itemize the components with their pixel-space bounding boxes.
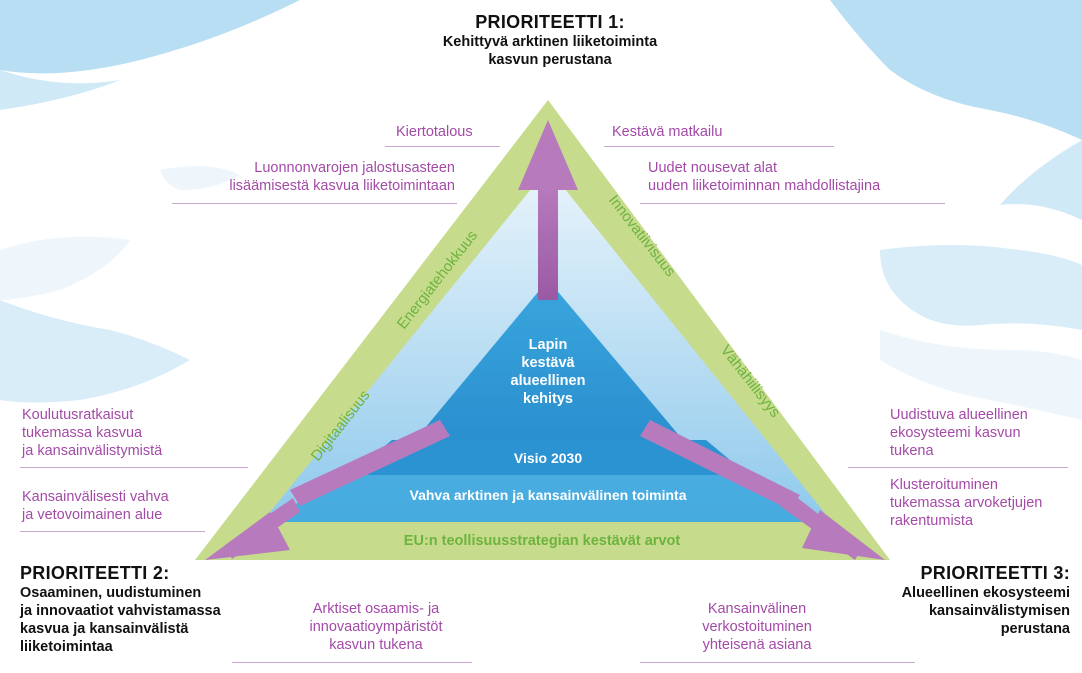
- label-uudistuva: Uudistuva alueellinen ekosysteemi kasvun…: [890, 406, 1028, 460]
- label-line: Kansainvälinen: [707, 601, 807, 617]
- visio-label: Visio 2030: [514, 450, 582, 466]
- inner-band: [262, 475, 832, 522]
- label-line: ja kansainvälistymistä: [22, 443, 163, 459]
- label-uudet-alat: Uudet nousevat alat uuden liiketoiminnan…: [648, 159, 880, 195]
- priority-2-subtitle: Osaaminen, uudistuminen ja innovaatiot v…: [20, 584, 280, 656]
- label-line: Kiertotalous: [396, 124, 473, 140]
- priority-3-line: perustana: [1000, 621, 1070, 637]
- label-kestava-matkailu: Kestävä matkailu: [612, 123, 722, 141]
- priority-1: PRIORITEETTI 1: Kehittyvä arktinen liike…: [400, 12, 700, 69]
- priority-2-line: ja innovaatiot vahvistamassa: [20, 603, 221, 619]
- visio-band: [350, 440, 748, 475]
- band-label: Vahva arktinen ja kansainvälinen toimint…: [410, 487, 687, 503]
- center-line: alueellinen: [510, 373, 586, 389]
- label-line: Kansainvälisesti vahva: [22, 489, 169, 505]
- label-line: Koulutusratkaisut: [22, 407, 134, 423]
- label-line: tukemassa arvoketjujen: [890, 495, 1043, 511]
- center-line: kehitys: [523, 391, 573, 407]
- priority-2-line: Osaaminen, uudistuminen: [20, 585, 202, 601]
- priority-2-title: PRIORITEETTI 2:: [20, 563, 170, 583]
- label-line: Arktiset osaamis- ja: [312, 601, 440, 617]
- label-kansainvalisesti: Kansainvälisesti vahva ja vetovoimainen …: [22, 488, 169, 524]
- priority-1-line: kasvun perustana: [488, 52, 612, 68]
- label-line: verkostoituminen: [702, 619, 812, 635]
- label-line: innovaatioympäristöt: [309, 619, 443, 635]
- label-line: tukemassa kasvua: [22, 425, 143, 441]
- priority-2: PRIORITEETTI 2: Osaaminen, uudistuminen …: [20, 563, 280, 656]
- label-line: Kestävä matkailu: [612, 124, 723, 140]
- label-rule: [20, 531, 205, 532]
- label-koulutus: Koulutusratkaisut tukemassa kasvua ja ka…: [22, 406, 162, 460]
- label-luonnonvarat: Luonnonvarojen jalostusasteen lisäämises…: [175, 159, 455, 195]
- priority-3-title: PRIORITEETTI 3:: [920, 563, 1070, 583]
- label-line: lisäämisestä kasvua liiketoimintaan: [229, 178, 455, 194]
- label-line: Klusteroituminen: [890, 477, 998, 493]
- label-line: ja vetovoimainen alue: [22, 507, 163, 523]
- label-rule: [385, 146, 500, 147]
- center-text: Lapin kestävä alueellinen kehitys: [490, 336, 606, 408]
- priority-3-line: kansainvälistymisen: [928, 603, 1070, 619]
- arrow-down-left-icon: [205, 420, 450, 560]
- center-line: Lapin: [528, 337, 568, 353]
- priority-1-title: PRIORITEETTI 1:: [475, 12, 625, 32]
- priority-1-line: Kehittyvä arktinen liiketoiminta: [442, 34, 658, 50]
- label-line: Uudistuva alueellinen: [890, 407, 1028, 423]
- priority-1-subtitle: Kehittyvä arktinen liiketoiminta kasvun …: [400, 33, 700, 69]
- label-line: Luonnonvarojen jalostusasteen: [254, 160, 455, 176]
- label-line: ekosysteemi kasvun: [890, 425, 1021, 441]
- label-verkostoituminen: Kansainvälinen verkostoituminen yhteisen…: [682, 600, 832, 654]
- label-rule: [232, 662, 472, 663]
- label-line: rakentumista: [890, 513, 974, 529]
- label-line: tukena: [890, 443, 934, 459]
- priority-3: PRIORITEETTI 3: Alueellinen ekosysteemi …: [830, 563, 1070, 638]
- label-line: Uudet nousevat alat: [648, 160, 777, 176]
- priority-2-line: liiketoimintaa: [20, 639, 113, 655]
- label-rule: [604, 146, 834, 147]
- label-rule: [20, 467, 248, 468]
- priority-2-line: kasvua ja kansainvälistä: [20, 621, 189, 637]
- label-line: kasvun tukena: [329, 637, 423, 653]
- label-line: uuden liiketoiminnan mahdollistajina: [648, 178, 881, 194]
- label-rule: [848, 467, 1068, 468]
- label-arktiset: Arktiset osaamis- ja innovaatioympäristö…: [283, 600, 469, 654]
- sky-background: [0, 0, 1082, 420]
- arrow-down-right-icon: [640, 420, 885, 560]
- core-triangle: [415, 280, 683, 440]
- priority-3-subtitle: Alueellinen ekosysteemi kansainvälistymi…: [830, 584, 1070, 638]
- label-line: yhteisenä asiana: [702, 637, 812, 653]
- priority-3-line: Alueellinen ekosysteemi: [901, 585, 1070, 601]
- label-rule: [640, 203, 945, 204]
- label-kiertotalous: Kiertotalous: [396, 123, 473, 141]
- bottom-bar-label: EU:n teollisuusstrategian kestävät arvot: [404, 533, 681, 549]
- label-rule: [172, 203, 457, 204]
- label-rule: [640, 662, 915, 663]
- label-klusteroituminen: Klusteroituminen tukemassa arvoketjujen …: [890, 476, 1042, 530]
- center-line: kestävä: [521, 355, 575, 371]
- arrow-up-icon: [518, 120, 578, 300]
